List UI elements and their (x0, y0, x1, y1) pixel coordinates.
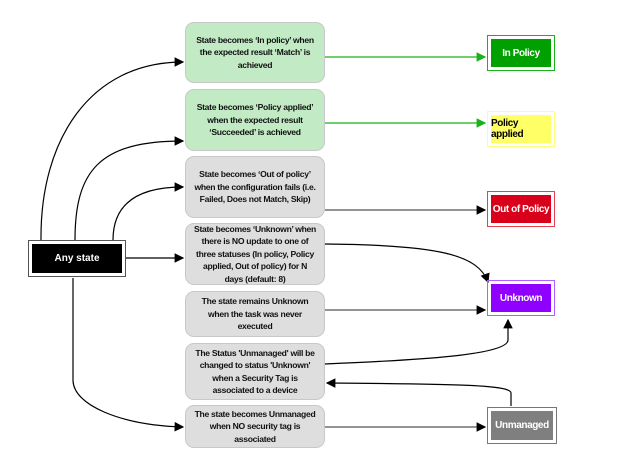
status-unmanaged: Unmanaged (487, 407, 557, 444)
condition-policy-applied: State becomes ‘Policy applied’ when the … (185, 89, 325, 151)
arrow-cond4-unknown (324, 243, 490, 284)
status-in-policy-label: In Policy (491, 39, 551, 67)
condition-unknown-never-executed: The state remains Unknown when the task … (185, 291, 325, 337)
arrow-any-to-unmanaged-cond (72, 278, 185, 432)
arrow-any-to-outofpolicy (112, 182, 185, 241)
arrow-any-to-inpolicy (40, 57, 185, 241)
status-policy-applied: Policy applied (487, 111, 555, 147)
arrow-any-to-applied (74, 136, 185, 241)
condition-in-policy: State becomes ‘In policy’ when the expec… (185, 22, 325, 83)
any-state-label: Any state (32, 244, 122, 273)
status-unknown: Unknown (487, 280, 555, 316)
condition-unknown-no-update: State becomes ‘Unknown’ when there is NO… (185, 223, 325, 285)
status-unmanaged-label: Unmanaged (491, 411, 553, 440)
any-state-node: Any state (28, 240, 126, 277)
arrow-cond6-unknown (324, 318, 513, 365)
status-unknown-label: Unknown (491, 284, 551, 312)
arrow-unmanaged-cond6 (325, 378, 512, 406)
condition-unmanaged: The state becomes Unmanaged when NO secu… (185, 405, 325, 448)
status-out-of-policy: Out of Policy (487, 191, 555, 227)
status-policy-applied-label: Policy applied (491, 115, 551, 143)
condition-out-of-policy: State becomes ‘Out of policy’ when the c… (185, 156, 325, 218)
status-in-policy: In Policy (487, 35, 555, 71)
condition-unmanaged-to-unknown: The Status 'Unmanaged' will be changed t… (185, 343, 325, 400)
status-out-of-policy-label: Out of Policy (491, 195, 551, 223)
